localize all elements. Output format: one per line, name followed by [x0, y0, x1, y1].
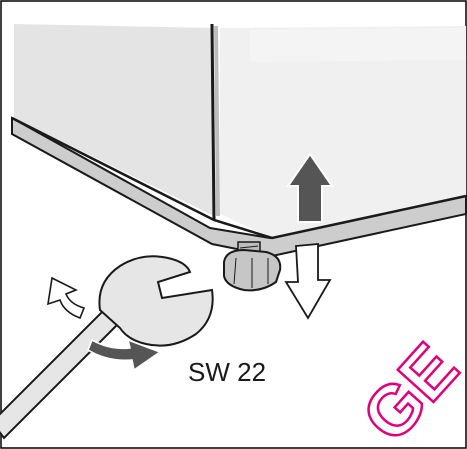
appliance-corner-shade [214, 25, 220, 217]
rotate-clockwise-arrow-icon [87, 338, 162, 372]
raise-arrow-icon [286, 152, 334, 223]
appliance-bottom-edge [11, 116, 467, 240]
appliance-front-panel [220, 26, 466, 238]
wrench-size-label: SW 22 [188, 357, 266, 387]
appliance-side-panel [14, 24, 214, 216]
appliance-corner-edge [210, 23, 216, 221]
adjustable-foot [223, 241, 282, 292]
appliance-front-highlight [250, 28, 466, 62]
rotate-counterclockwise-arrow-icon [47, 276, 86, 320]
wrench [0, 255, 214, 440]
lower-arrow-icon [284, 243, 332, 320]
